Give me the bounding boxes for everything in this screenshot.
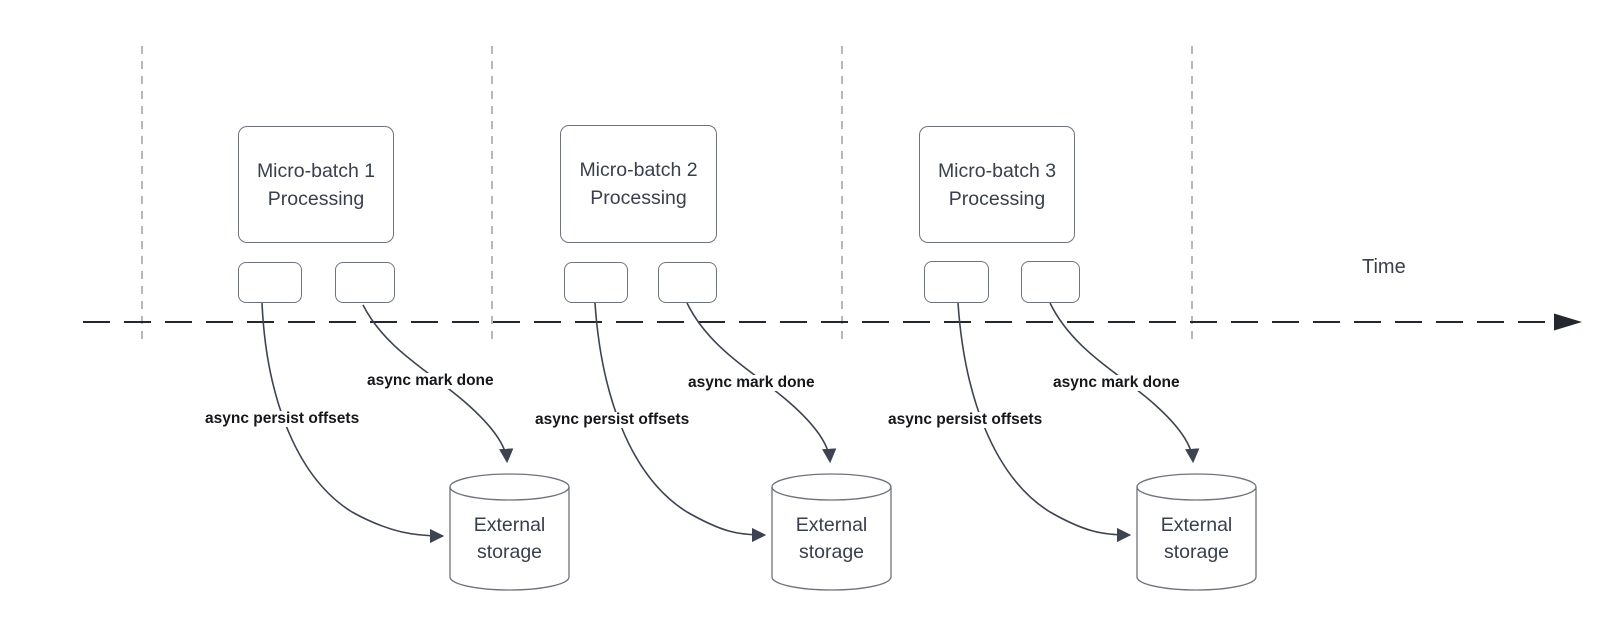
mark-done-task-box-3 (1021, 261, 1080, 303)
mark-done-label-1: async mark done (364, 373, 497, 389)
mark-done-label-3: async mark done (1050, 375, 1183, 391)
external-storage-label-1-line2: storage (476, 541, 543, 563)
time-axis (83, 313, 1582, 331)
micro-batch-3-title-line1: Micro-batch 3 (937, 159, 1057, 182)
mark-done-connector-1 (362, 304, 514, 464)
offsets-task-box-3 (924, 261, 989, 303)
micro-batch-1-title-line2: Processing (267, 187, 365, 210)
offsets-task-box-1 (238, 262, 302, 303)
external-storage-cylinder-3 (1136, 473, 1257, 591)
micro-batch-2-title-line2: Processing (590, 187, 687, 209)
external-storage-label-1: External storage (450, 512, 569, 566)
micro-batch-2-processing-box: Micro-batch 2 Processing (560, 125, 717, 243)
external-storage-cylinder-1 (449, 473, 570, 591)
persist-offsets-label-3: async persist offsets (885, 412, 1046, 428)
mark-done-connector-3 (1049, 302, 1200, 464)
external-storage-label-3-line2: storage (1163, 541, 1230, 563)
external-storage-label-2-line1: External (795, 514, 868, 536)
storage-cylinders (449, 473, 1257, 591)
external-storage-label-1-line1: External (473, 514, 546, 536)
micro-batch-3-title-line2: Processing (948, 187, 1046, 210)
time-interval-guide-lines (141, 46, 1193, 340)
mark-done-task-box-2 (658, 262, 717, 303)
micro-batch-1-title-line1: Micro-batch 1 (256, 159, 376, 182)
time-axis-arrowhead-icon (1554, 313, 1582, 331)
mark-done-label-2: async mark done (685, 375, 818, 391)
mark-done-connector-2 (686, 302, 837, 464)
time-axis-label: Time (1362, 256, 1406, 278)
mark-done-task-box-1 (335, 262, 395, 303)
micro-batch-3-processing-box: Micro-batch 3 Processing (919, 126, 1075, 243)
offsets-task-box-2 (564, 262, 628, 303)
external-storage-label-3: External storage (1137, 512, 1256, 566)
external-storage-label-2-line2: storage (798, 541, 865, 563)
persist-offsets-label-1: async persist offsets (202, 411, 363, 427)
external-storage-label-3-line1: External (1160, 514, 1233, 536)
external-storage-label-2: External storage (772, 512, 891, 566)
persist-offsets-connector-1 (261, 302, 445, 544)
persist-offsets-connector-3 (957, 302, 1132, 543)
micro-batch-2-title-line1: Micro-batch 2 (579, 159, 698, 181)
persist-offsets-label-2: async persist offsets (532, 412, 693, 428)
external-storage-cylinder-2 (771, 473, 892, 591)
persist-offsets-connector-2 (594, 302, 767, 543)
micro-batch-1-processing-box: Micro-batch 1 Processing (238, 126, 394, 243)
